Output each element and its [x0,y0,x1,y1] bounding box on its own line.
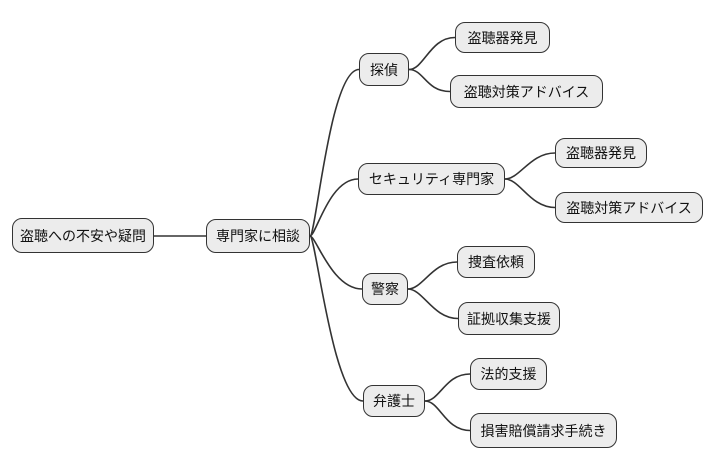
edge-police-to-evidence-support [407,288,459,320]
node-lawyer: 弁護士 [363,385,425,417]
node-label: 探偵 [370,61,398,78]
node-label: 損害賠償請求手続き [480,422,607,439]
node-lawyer-legal-support: 法的支援 [470,358,547,390]
node-security-expert: セキュリティ専門家 [358,163,505,195]
edge-lawyer-to-damages-procedure [424,400,471,432]
edge-consult-to-detective [309,68,360,237]
node-label: 弁護士 [373,393,415,409]
node-police-investigation-request: 捜査依頼 [457,246,535,278]
node-label: 盗聴への不安や疑問 [20,227,146,244]
node-label: 盗聴器発見 [467,29,538,46]
node-police-evidence-support: 証拠収集支援 [458,302,560,335]
edge-lawyer-to-legal-support [424,373,471,402]
edge-consult-to-police [309,235,363,290]
node-detective-countermeasure-advice: 盗聴対策アドバイス [450,75,603,108]
edge-security-to-countermeasure-advice [504,178,556,209]
node-label: セキュリティ専門家 [368,171,495,187]
node-security-countermeasure-advice: 盗聴対策アドバイス [555,192,703,223]
node-security-bug-detection: 盗聴器発見 [555,138,647,168]
edge-consult-to-security [309,178,359,237]
node-label: 盗聴対策アドバイス [463,83,590,100]
node-detective: 探偵 [359,53,409,86]
edge-police-to-investigation-request [407,261,458,290]
node-detective-bug-detection: 盗聴器発見 [455,22,550,53]
node-label: 法的支援 [480,366,537,382]
node-label: 警察 [371,281,399,297]
edge-detective-to-countermeasure-advice [408,68,451,93]
node-label: 盗聴対策アドバイス [566,199,692,216]
node-label: 捜査依頼 [468,254,524,270]
node-root: 盗聴への不安や疑問 [12,218,154,253]
node-label: 専門家に相談 [216,228,300,244]
node-police: 警察 [362,273,408,305]
node-label: 盗聴器発見 [566,145,636,161]
edge-security-to-bug-detection [504,152,556,180]
node-label: 証拠収集支援 [467,310,551,327]
edge-detective-to-bug-detection [408,36,456,71]
node-consult-experts: 専門家に相談 [206,219,310,253]
edge-consult-to-lawyer [309,235,364,402]
node-lawyer-damages-procedure: 損害賠償請求手続き [470,413,617,448]
